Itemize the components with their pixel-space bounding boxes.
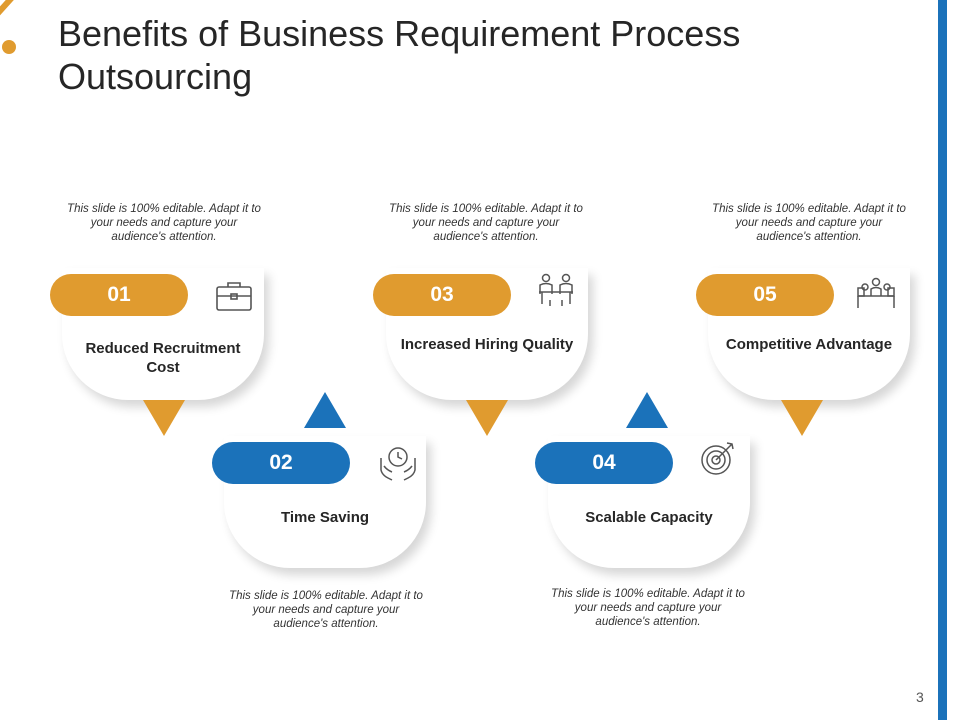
decorative-line xyxy=(0,0,20,41)
step-02-number-pill: 02 xyxy=(212,442,350,484)
interview-icon xyxy=(536,270,576,310)
step-01-number-pill: 01 xyxy=(50,274,188,316)
step-05-label: Competitive Advantage xyxy=(725,336,893,353)
step-03-pointer xyxy=(466,400,508,436)
step-02-pointer xyxy=(304,392,346,428)
step-04-label: Scalable Capacity xyxy=(585,509,713,526)
step-01-description: This slide is 100% editable. Adapt it to… xyxy=(67,203,261,243)
step-03-description: This slide is 100% editable. Adapt it to… xyxy=(389,203,583,243)
clock-in-hands-icon xyxy=(378,444,418,484)
meeting-desk-icon xyxy=(856,274,896,314)
page-number: 3 xyxy=(916,689,924,705)
step-04-number-pill: 04 xyxy=(535,442,673,484)
step-01-label: Reduced Recruitment Cost xyxy=(85,340,241,376)
step-02-label: Time Saving xyxy=(280,509,370,526)
step-05-description: This slide is 100% editable. Adapt it to… xyxy=(712,203,906,243)
step-04-description: This slide is 100% editable. Adapt it to… xyxy=(551,588,745,628)
briefcase-icon xyxy=(214,276,254,316)
step-01-pointer xyxy=(143,400,185,436)
step-03-label: Increased Hiring Quality xyxy=(400,336,574,353)
decorative-dot xyxy=(2,40,16,54)
target-icon xyxy=(698,438,738,478)
step-04-pointer xyxy=(626,392,668,428)
step-03-number-pill: 03 xyxy=(373,274,511,316)
step-05-pointer xyxy=(781,400,823,436)
step-02-description: This slide is 100% editable. Adapt it to… xyxy=(229,590,423,630)
step-05-number-pill: 05 xyxy=(696,274,834,316)
slide-title: Benefits of Business Requirement Process… xyxy=(58,13,741,97)
right-accent-bar xyxy=(938,0,947,720)
